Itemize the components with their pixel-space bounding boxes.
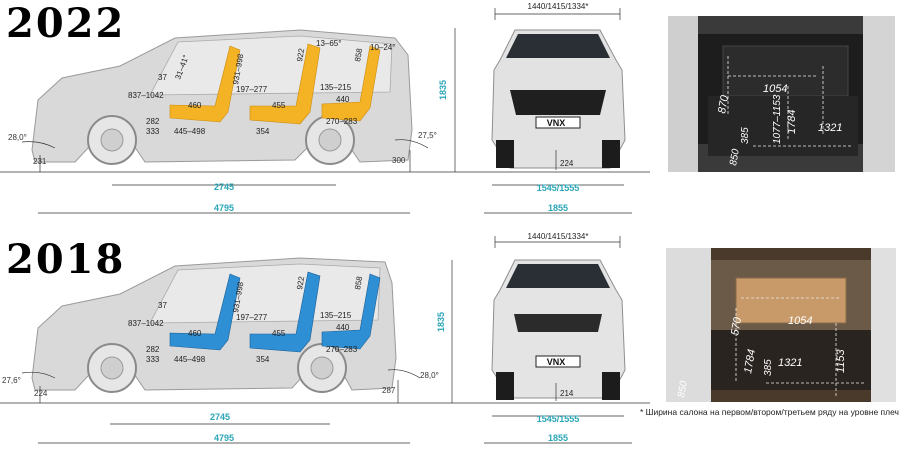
height-label: 1835 xyxy=(436,312,446,332)
front-knee-label: 37 xyxy=(158,73,167,82)
front-view-diagram-2022: 1440/1415/1334* VNX 224 1545/1555 1855 xyxy=(470,2,650,214)
pedal-range-label: 837–1042 xyxy=(128,319,164,328)
cargo-floor-depth-label: 1321 xyxy=(778,357,802,369)
rear-clearance-label: 300 xyxy=(392,156,406,165)
third-cushion-label: 440 xyxy=(336,323,350,332)
legroom-2-label: 197–277 xyxy=(236,85,268,94)
year-label-2018: 2018 xyxy=(6,236,126,283)
roof-angle-label: 13–65° xyxy=(316,39,341,48)
front-clearance-label: 224 xyxy=(34,389,48,398)
front-travel-label: 445–498 xyxy=(174,355,206,364)
seatback-2-label: 922 xyxy=(295,275,306,290)
cargo-height-label: 870 xyxy=(716,93,731,114)
seats-2022 xyxy=(169,43,381,125)
cargo-lip-label: 850 xyxy=(728,148,742,167)
cargo-lip-label: 850 xyxy=(676,380,690,399)
seatback-3-label: 858 xyxy=(353,275,364,290)
cargo-seat-width-label: 1077–1153 xyxy=(772,94,783,144)
approach-angle-label: 27,6° xyxy=(2,376,21,385)
third-floor-label: 270–283 xyxy=(326,117,358,126)
front-floor-label: 282 xyxy=(146,345,160,354)
front-ground-clearance-label: 214 xyxy=(560,389,574,398)
track-label: 1545/1555 xyxy=(537,183,580,193)
legroom-3-label: 135–215 xyxy=(320,83,352,92)
length-label: 4795 xyxy=(214,433,234,443)
cargo-depth-label: 1054 xyxy=(788,315,812,327)
front-floor-2-label: 333 xyxy=(146,127,160,136)
cargo-height-label: 570 xyxy=(729,315,744,336)
rear-clearance-label: 287 xyxy=(382,386,396,395)
height-label: 1835 xyxy=(438,80,448,100)
pedal-range-label: 837–1042 xyxy=(128,91,164,100)
front-cushion-label: 460 xyxy=(188,101,202,110)
departure-angle-label: 27,5° xyxy=(418,131,437,140)
cabin-width-label: 1440/1415/1334* xyxy=(528,232,589,241)
cabin-width-label: 1440/1415/1334* xyxy=(528,2,589,11)
departure-angle-label: 28,0° xyxy=(420,371,439,380)
license-plate: VNX xyxy=(547,357,566,367)
third-floor-label: 270–283 xyxy=(326,345,358,354)
cargo-depth-label: 1054 xyxy=(763,83,787,95)
legroom-3-label: 135–215 xyxy=(320,311,352,320)
seats-2018 xyxy=(169,271,381,353)
length-label: 4795 xyxy=(214,203,234,213)
front-clearance-label: 231 xyxy=(33,157,47,166)
cargo-length-folded-label: 1784 xyxy=(786,110,798,134)
rear-seat-angle-label: 10–24° xyxy=(370,43,395,52)
second-cushion-label: 455 xyxy=(272,101,286,110)
front-floor-label: 282 xyxy=(146,117,160,126)
approach-angle-label: 28,0° xyxy=(8,133,27,142)
front-knee-label: 37 xyxy=(158,301,167,310)
wheelbase-label: 2745 xyxy=(214,182,234,192)
side-view-diagram-2018: 2745 4795 1835 27,6° 28,0° 224 287 931–9… xyxy=(0,257,470,444)
third-cushion-label: 440 xyxy=(336,95,350,104)
second-floor-label: 354 xyxy=(256,127,270,136)
side-view-diagram-2022: 2745 4795 1835 28,0° 27,5° 231 300 13–65… xyxy=(0,28,470,214)
front-cushion-label: 460 xyxy=(188,329,202,338)
second-floor-label: 354 xyxy=(256,355,270,364)
seatback-2-label: 922 xyxy=(295,47,306,62)
cargo-floor-depth-label: 1321 xyxy=(818,122,842,134)
cargo-side-label: 385 xyxy=(763,359,774,376)
footnote: * Ширина салона на первом/втором/третьем… xyxy=(640,407,899,417)
second-cushion-label: 455 xyxy=(272,329,286,338)
wheelbase-label: 2745 xyxy=(210,412,230,422)
cargo-side-label: 385 xyxy=(740,127,751,144)
cargo-seat-width-label: 1153 xyxy=(835,348,847,373)
cargo-length-folded-label: 1784 xyxy=(742,348,758,374)
legroom-2-label: 197–277 xyxy=(236,313,268,322)
cargo-photo-2022: 1054 870 1321 1784 1077–1153 385 850 xyxy=(668,16,895,172)
width-label: 1855 xyxy=(548,203,568,213)
track-label: 1545/1555 xyxy=(537,414,580,424)
year-label-2022: 2022 xyxy=(6,0,126,47)
front-view-diagram-2018: 1440/1415/1334* VNX 214 1545/1555 1855 xyxy=(470,232,650,444)
seatback-3-label: 858 xyxy=(353,47,364,62)
width-label: 1855 xyxy=(548,433,568,443)
front-ground-clearance-label: 224 xyxy=(560,159,574,168)
front-travel-label: 445–498 xyxy=(174,127,206,136)
license-plate: VNX xyxy=(547,118,566,128)
cargo-photo-2018: 1054 570 1321 1784 1153 385 850 xyxy=(666,248,896,402)
front-floor-2-label: 333 xyxy=(146,355,160,364)
